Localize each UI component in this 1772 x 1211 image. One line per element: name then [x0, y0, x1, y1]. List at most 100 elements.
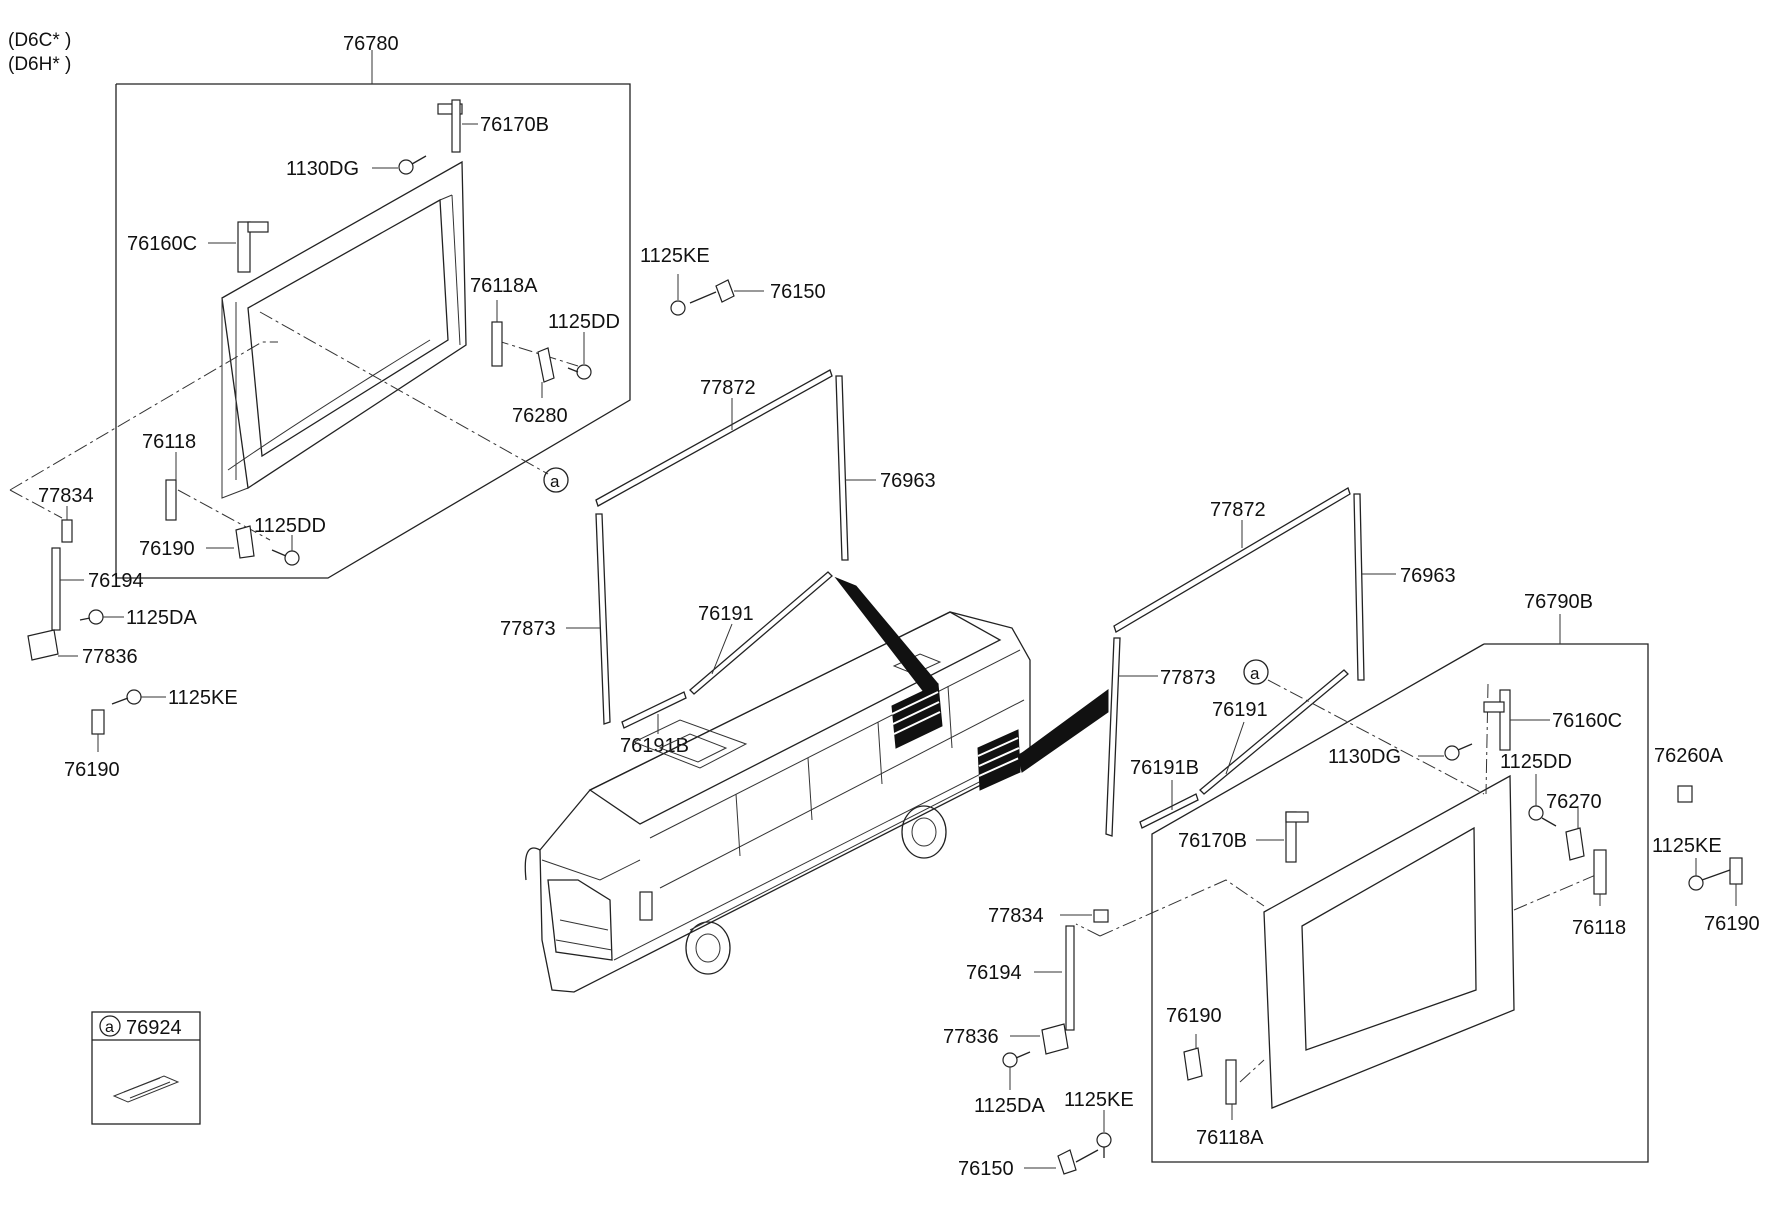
svg-text:1125DD: 1125DD [548, 311, 620, 333]
variant-label-2: (D6H* ) [8, 54, 71, 75]
stay-bracket-lower-left: 77836 [27, 629, 138, 668]
stay-bracket-right: 77834 [988, 905, 1109, 927]
bolt-right-right: 1125DD [1500, 751, 1572, 827]
svg-text:1125KE: 1125KE [1064, 1089, 1134, 1111]
bracket-lower-right: 76118A [1196, 1059, 1264, 1149]
legend-marker: a [105, 1019, 114, 1036]
callout-a-left: a [543, 467, 569, 493]
hinge-left-right: 76170B [1178, 811, 1309, 863]
right-hatch-door [1263, 774, 1515, 1109]
bracket-lower-left: 76118 [142, 431, 196, 521]
svg-text:76190: 76190 [1704, 913, 1760, 935]
svg-text:a: a [1250, 664, 1260, 683]
striker-right: 76190 [1166, 1005, 1222, 1081]
svg-text:76260A: 76260A [1654, 745, 1724, 767]
svg-text:1125DA: 1125DA [974, 1095, 1045, 1117]
right-assembly-frame: 76790B [1151, 591, 1649, 1163]
svg-text:76790B: 76790B [1524, 591, 1593, 613]
svg-text:76170B: 76170B [480, 114, 549, 136]
callout-a-right: a [1243, 659, 1269, 685]
svg-text:76170B: 76170B [1178, 830, 1247, 852]
left-assembly-frame: 76780 [115, 33, 631, 579]
svg-text:76118: 76118 [142, 431, 196, 453]
variant-label-1: (D6C* ) [8, 30, 71, 51]
striker-lower-left: 76190 [64, 709, 120, 781]
svg-text:77836: 77836 [943, 1026, 999, 1048]
svg-text:1125DA: 1125DA [126, 607, 197, 629]
bolt-stay-left: 1125DA [79, 607, 197, 629]
svg-text:1125DD: 1125DD [254, 515, 326, 537]
svg-text:77873: 77873 [500, 618, 556, 640]
gas-stay-left: 76194 [51, 547, 144, 631]
screw-right: 1125KE [1064, 1089, 1134, 1158]
left-leader-lines [9, 311, 579, 541]
hinge-upper-right: 76160C [1483, 689, 1622, 751]
svg-text:77873: 77873 [1160, 667, 1216, 689]
bolt-right-left: 1125DD [548, 311, 620, 380]
svg-text:76118A: 76118A [470, 275, 538, 297]
screw-far-right: 1125KE [1652, 835, 1731, 891]
svg-text:76150: 76150 [770, 281, 826, 303]
left-hatch-door [221, 160, 467, 499]
seal-set-center [595, 369, 849, 729]
bumper-center: 76150 [689, 279, 826, 304]
cap-far-right: 76260A [1654, 745, 1724, 803]
latch-right: 76270 [1546, 791, 1602, 861]
svg-text:76160C: 76160C [127, 233, 197, 255]
screw-striker-left: 1125KE [111, 687, 238, 709]
svg-text:76190: 76190 [1166, 1005, 1222, 1027]
svg-text:1125KE: 1125KE [640, 245, 710, 267]
svg-text:76191: 76191 [1212, 699, 1268, 721]
left-hatch-location [891, 683, 943, 749]
svg-text:76118A: 76118A [1196, 1127, 1264, 1149]
svg-text:76190: 76190 [64, 759, 120, 781]
bracket-right-left: 76118A [470, 275, 538, 367]
bolt-upper-right: 1130DG [1328, 743, 1473, 768]
svg-text:1125DD: 1125DD [1500, 751, 1572, 773]
stay-bracket-lower-right: 77836 [943, 1023, 1069, 1055]
seal-set-right [1105, 487, 1365, 837]
svg-text:77836: 77836 [82, 646, 138, 668]
svg-text:76191: 76191 [698, 603, 754, 625]
svg-text:76190: 76190 [139, 538, 195, 560]
right-hatch-location [977, 729, 1021, 791]
svg-text:76963: 76963 [1400, 565, 1456, 587]
striker-far-right: 76190 [1704, 857, 1760, 935]
svg-text:76194: 76194 [88, 570, 144, 592]
svg-text:77872: 77872 [1210, 499, 1266, 521]
svg-text:1125KE: 1125KE [1652, 835, 1722, 857]
seal-labels-center: 77872 76963 77873 76191 76191B [500, 377, 936, 757]
bumper-right: 76150 [958, 1149, 1099, 1180]
left-assembly-number: 76780 [343, 33, 399, 55]
svg-text:76194: 76194 [966, 962, 1022, 984]
bolt-lower-left: 1125DD [254, 515, 326, 566]
screw-center: 1125KE [640, 245, 710, 316]
svg-text:77872: 77872 [700, 377, 756, 399]
svg-text:1130DG: 1130DG [286, 158, 359, 180]
bolt-stay-right: 1125DA [974, 1051, 1045, 1117]
svg-text:77834: 77834 [38, 485, 94, 507]
seal-labels-right: 77872 76963 77873 76191 76191B [1118, 499, 1456, 810]
svg-text:77834: 77834 [988, 905, 1044, 927]
gas-stay-right: 76194 [966, 925, 1075, 1031]
latch-left: 76280 [512, 347, 568, 427]
svg-text:76280: 76280 [512, 405, 568, 427]
svg-text:76963: 76963 [880, 470, 936, 492]
svg-text:1130DG: 1130DG [1328, 746, 1401, 768]
hinge-upper-left: 76170B [437, 99, 549, 153]
legend-box: a 76924 [91, 1011, 201, 1125]
stay-bracket-left: 77834 [38, 485, 94, 543]
svg-text:76160C: 76160C [1552, 710, 1622, 732]
svg-text:1125KE: 1125KE [168, 687, 238, 709]
svg-text:76191B: 76191B [1130, 757, 1199, 779]
bracket-right-right: 76118 [1572, 849, 1626, 939]
svg-text:76118: 76118 [1572, 917, 1626, 939]
svg-text:76270: 76270 [1546, 791, 1602, 813]
bus-illustration [524, 576, 1109, 993]
legend-part-number: 76924 [126, 1017, 182, 1039]
svg-text:76150: 76150 [958, 1158, 1014, 1180]
striker-left: 76190 [139, 525, 255, 560]
svg-text:a: a [550, 472, 560, 491]
